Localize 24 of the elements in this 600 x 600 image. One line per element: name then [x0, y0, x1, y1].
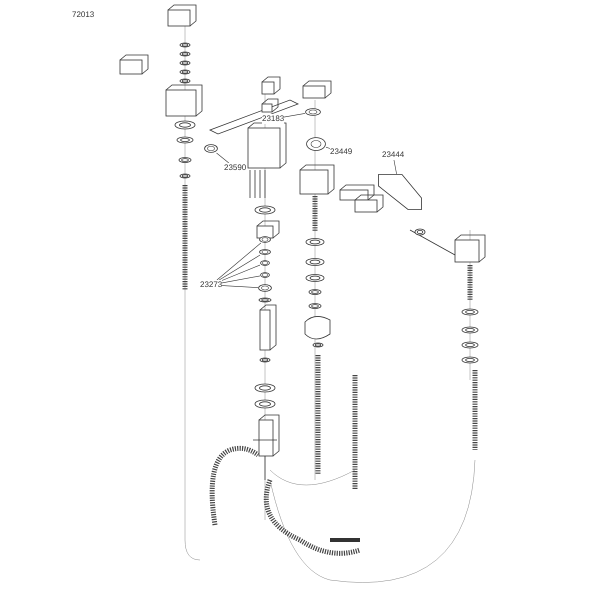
seal-ring	[258, 284, 272, 292]
leader-line	[216, 242, 262, 280]
leader-line	[222, 285, 258, 288]
hand-shower	[378, 174, 422, 210]
leader-line	[216, 152, 230, 164]
aerator-ring	[204, 144, 218, 153]
seal-ring	[259, 236, 271, 243]
part-number: 23183	[262, 114, 284, 124]
part-number: 23444	[382, 150, 404, 160]
leader-line	[222, 264, 260, 281]
leader-line	[394, 160, 397, 174]
part-number: 23590	[224, 163, 246, 173]
o-ring	[260, 272, 270, 278]
cartridge	[306, 137, 326, 151]
part-number: 23449	[330, 147, 352, 157]
leader-line	[326, 146, 330, 149]
washer	[260, 260, 270, 266]
o-ring	[259, 249, 271, 255]
leader-line	[218, 254, 260, 280]
leader-line	[222, 276, 260, 284]
leader-line	[284, 113, 306, 118]
screw	[305, 108, 321, 116]
drawing-number: 72013	[72, 10, 94, 20]
part-number: 23273	[200, 280, 222, 290]
